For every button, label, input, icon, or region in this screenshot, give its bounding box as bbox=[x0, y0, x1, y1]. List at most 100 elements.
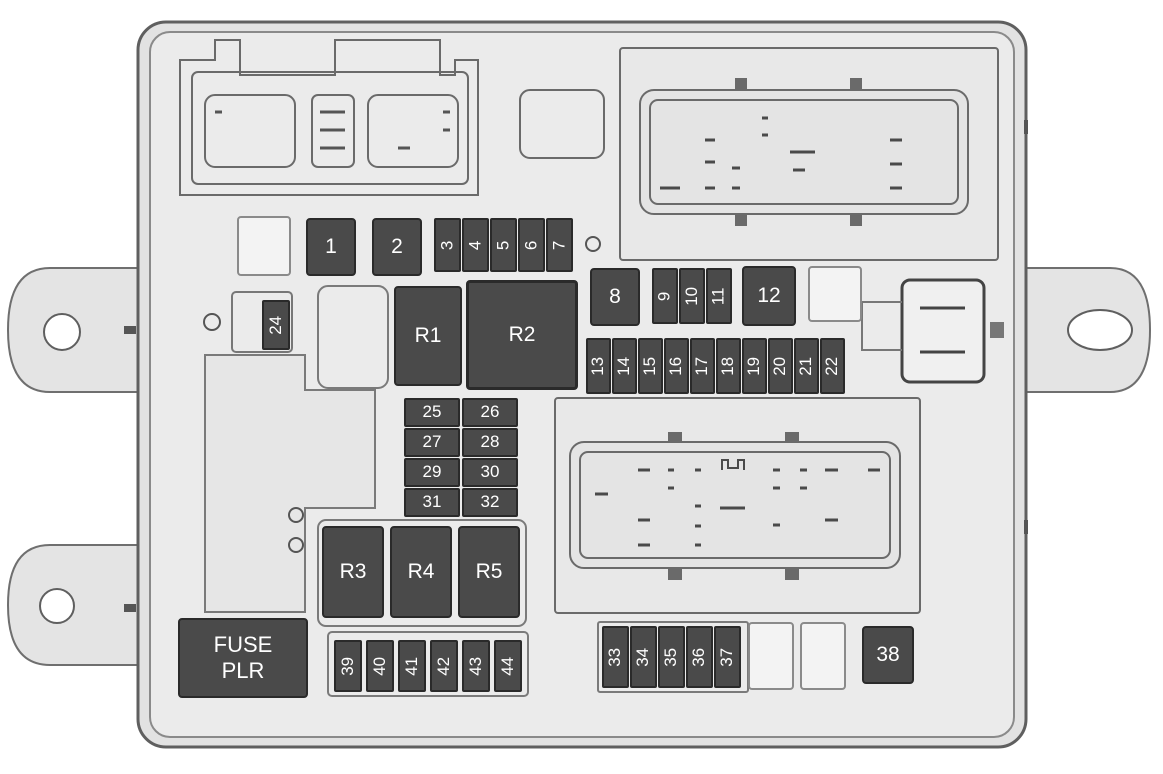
fuse-9: 9 bbox=[652, 268, 678, 324]
fuse-21: 21 bbox=[794, 338, 819, 394]
fuse-35-label: 35 bbox=[661, 647, 681, 667]
fuse-10: 10 bbox=[679, 268, 705, 324]
fuse-27: 27 bbox=[404, 428, 460, 457]
fuse-16-label: 16 bbox=[666, 356, 686, 376]
fuse-1: 1 bbox=[306, 218, 356, 276]
fuse-18-label: 18 bbox=[718, 356, 738, 376]
fuse-6-label: 6 bbox=[521, 240, 541, 250]
fuse-33-label: 33 bbox=[605, 647, 625, 667]
fuse-3-label: 3 bbox=[437, 240, 457, 250]
fuse-24: 24 bbox=[262, 300, 290, 350]
left-lower-mount-tab bbox=[6, 544, 151, 666]
left-lower-mount-hole bbox=[39, 588, 75, 624]
fuse-19-label: 19 bbox=[744, 356, 764, 376]
fuse-20: 20 bbox=[768, 338, 793, 394]
fuse-27-label: 27 bbox=[422, 432, 442, 452]
fuse-5-label: 5 bbox=[493, 240, 513, 250]
fuse-31: 31 bbox=[404, 488, 460, 517]
relay-r5-label: R5 bbox=[475, 560, 503, 584]
top-left-connector-outline bbox=[179, 39, 479, 196]
fuse-8-label: 8 bbox=[609, 285, 621, 309]
fuse-40: 40 bbox=[366, 640, 394, 692]
fuse-11-label: 11 bbox=[708, 287, 728, 305]
left-socket-pad bbox=[204, 354, 376, 613]
relay-r3-label: R3 bbox=[339, 560, 367, 584]
fuse-36: 36 bbox=[686, 626, 713, 688]
fuse-22-label: 22 bbox=[822, 356, 842, 376]
fuse-22: 22 bbox=[820, 338, 845, 394]
fuse-33: 33 bbox=[602, 626, 629, 688]
fuse-2: 2 bbox=[372, 218, 422, 276]
fuse-42: 42 bbox=[430, 640, 458, 692]
fuse-44-label: 44 bbox=[497, 656, 517, 676]
right-latch bbox=[900, 278, 986, 384]
fuse-39-label: 39 bbox=[337, 656, 357, 676]
fuse-34-label: 34 bbox=[633, 647, 653, 667]
left-upper-mount-hole bbox=[43, 313, 81, 351]
fuse-5: 5 bbox=[490, 218, 517, 272]
fuse-17-label: 17 bbox=[692, 356, 712, 376]
fuse-puller: FUSE PLR bbox=[178, 618, 308, 698]
fuse-24-label: 24 bbox=[265, 315, 285, 335]
fuse-26: 26 bbox=[462, 398, 518, 427]
fuse-19: 19 bbox=[742, 338, 767, 394]
fuse-15: 15 bbox=[638, 338, 663, 394]
fuse-28-label: 28 bbox=[480, 432, 500, 452]
fuse-1-label: 1 bbox=[325, 235, 337, 259]
fuse-6: 6 bbox=[518, 218, 545, 272]
fuse-puller-line2: PLR bbox=[221, 658, 265, 683]
relay-r2-label: R2 bbox=[508, 323, 536, 347]
fuse-9-label: 9 bbox=[654, 291, 674, 301]
fuse-25: 25 bbox=[404, 398, 460, 427]
fuse-8: 8 bbox=[590, 268, 640, 326]
fuse-7: 7 bbox=[546, 218, 573, 272]
relay-r3: R3 bbox=[322, 526, 384, 618]
fuse-39: 39 bbox=[334, 640, 362, 692]
fuse-41: 41 bbox=[398, 640, 426, 692]
fuse-16: 16 bbox=[664, 338, 689, 394]
fuse-7-label: 7 bbox=[549, 240, 569, 250]
relay-r1-label: R1 bbox=[414, 324, 442, 348]
relay-r5: R5 bbox=[458, 526, 520, 618]
fuse-32: 32 bbox=[462, 488, 518, 517]
fuse-34: 34 bbox=[630, 626, 657, 688]
fuse-43-label: 43 bbox=[465, 656, 485, 676]
spare-slot-top-left bbox=[237, 216, 291, 276]
relay-r4: R4 bbox=[390, 526, 452, 618]
fuse-21-label: 21 bbox=[796, 356, 816, 376]
fuse-4-label: 4 bbox=[465, 240, 485, 250]
fuse-35: 35 bbox=[658, 626, 685, 688]
fuse-37: 37 bbox=[714, 626, 741, 688]
fuse-36-label: 36 bbox=[689, 647, 709, 667]
fuse-17: 17 bbox=[690, 338, 715, 394]
fuse-30: 30 bbox=[462, 458, 518, 487]
fuse-12: 12 bbox=[742, 266, 796, 326]
relay-r1: R1 bbox=[394, 286, 462, 386]
fuse-10-label: 10 bbox=[681, 286, 701, 306]
fuse-42-label: 42 bbox=[433, 656, 453, 676]
fuse-20-label: 20 bbox=[770, 356, 790, 376]
fuse-26-label: 26 bbox=[480, 402, 500, 422]
fuse-29-label: 29 bbox=[422, 462, 442, 482]
fuse-18: 18 bbox=[716, 338, 741, 394]
relay-r2: R2 bbox=[466, 280, 578, 390]
spare-slot-right bbox=[808, 266, 862, 322]
fuse-13: 13 bbox=[586, 338, 611, 394]
fuse-15-label: 15 bbox=[640, 356, 660, 376]
spare-slot-bottom-b bbox=[800, 622, 846, 690]
fuse-28: 28 bbox=[462, 428, 518, 457]
relay-r4-label: R4 bbox=[407, 560, 435, 584]
fuse-31-label: 31 bbox=[422, 492, 442, 512]
fuse-11: 11 bbox=[706, 268, 732, 324]
fuse-38: 38 bbox=[862, 626, 914, 684]
fuse-13-label: 13 bbox=[588, 356, 608, 376]
fuse-43: 43 bbox=[462, 640, 490, 692]
fuse-41-label: 41 bbox=[401, 656, 421, 676]
fuse-14-label: 14 bbox=[614, 356, 634, 376]
fuse-30-label: 30 bbox=[480, 462, 500, 482]
fuse-25-label: 25 bbox=[422, 402, 442, 422]
fuse-44: 44 bbox=[494, 640, 522, 692]
fuse-3: 3 bbox=[434, 218, 461, 272]
fuse-40-label: 40 bbox=[369, 656, 389, 676]
